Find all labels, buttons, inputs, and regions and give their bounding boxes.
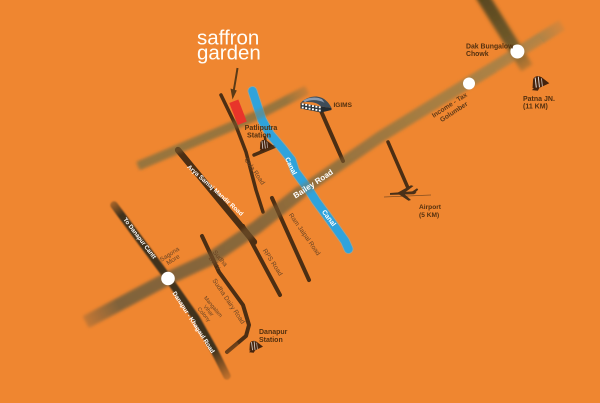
svg-text:(11 KM): (11 KM)	[523, 104, 548, 111]
svg-text:(5 KM): (5 KM)	[419, 212, 439, 219]
svg-text:saffron: saffron	[197, 26, 259, 49]
svg-text:Patliputra: Patliputra	[245, 124, 278, 132]
svg-text:Dak Bungalow: Dak Bungalow	[466, 44, 514, 51]
svg-text:Station: Station	[259, 337, 283, 344]
svg-text:Airport: Airport	[419, 204, 442, 211]
svg-text:IGIMS: IGIMS	[334, 102, 353, 109]
svg-text:Station: Station	[247, 132, 271, 140]
svg-text:Chowk: Chowk	[466, 51, 489, 58]
svg-text:Ram Jaipal Road: Ram Jaipal Road	[287, 212, 322, 257]
svg-text:Arya Samaj Mandir Road: Arya Samaj Mandir Road	[186, 164, 245, 218]
svg-text:To Danapur Cantt: To Danapur Cantt	[121, 217, 156, 260]
svg-text:Danapur: Danapur	[259, 329, 288, 336]
svg-text:garden: garden	[197, 42, 261, 65]
svg-text:Patna JN.: Patna JN.	[523, 96, 555, 103]
